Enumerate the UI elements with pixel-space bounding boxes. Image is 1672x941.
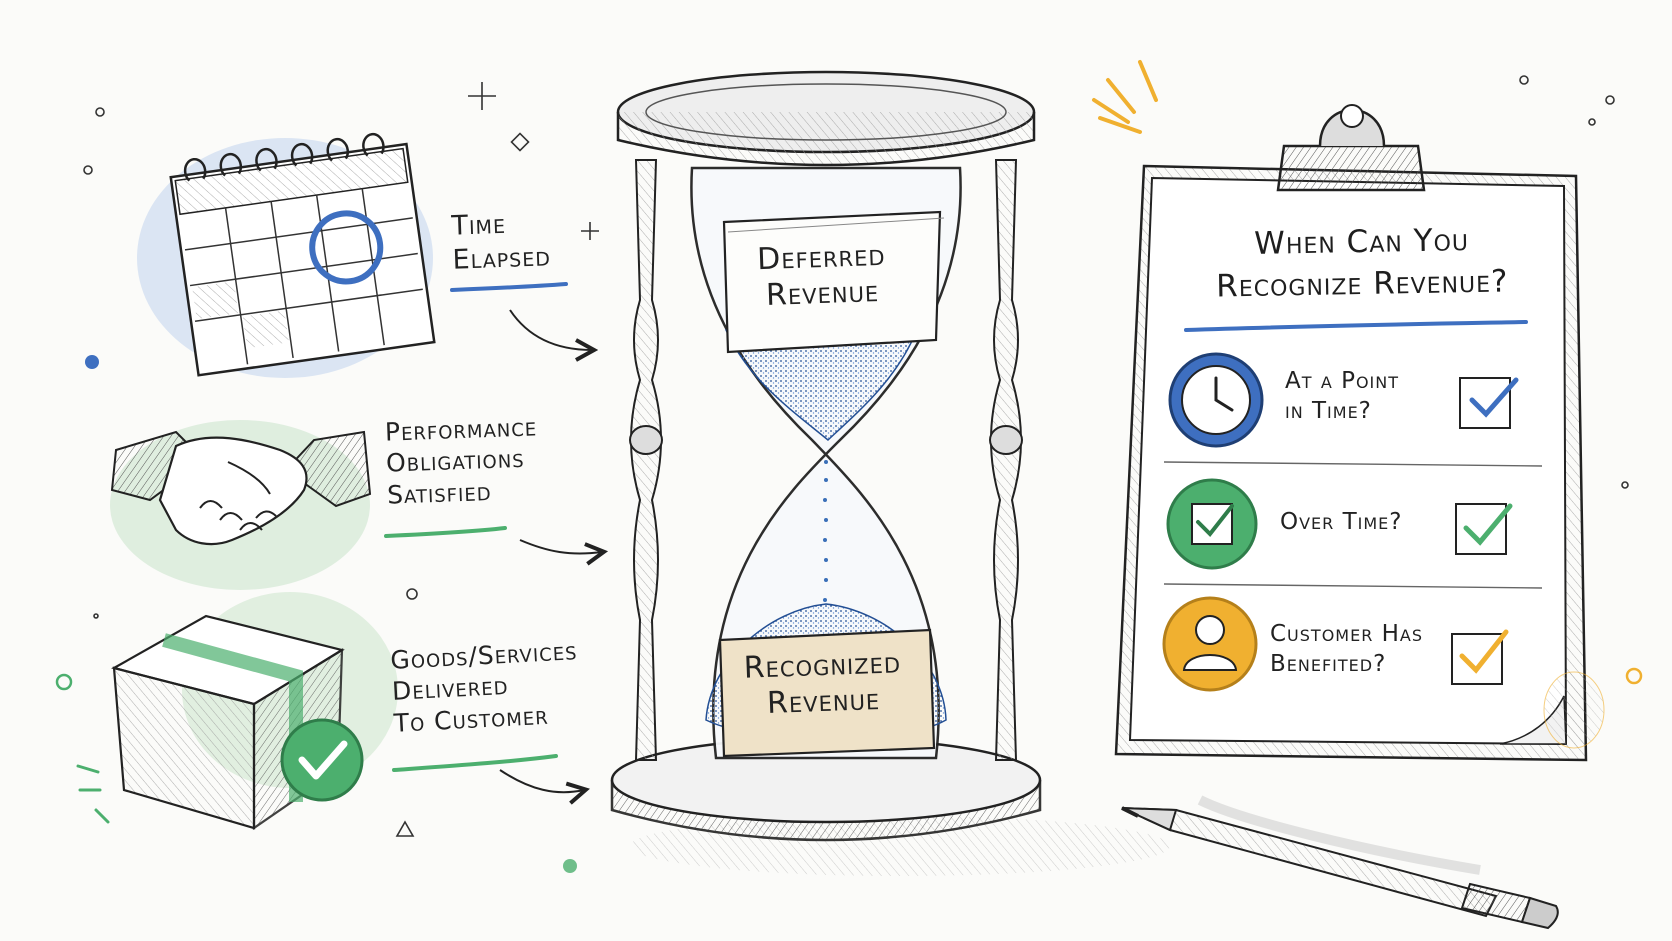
underline-time: [450, 282, 568, 292]
user-icon: [1162, 596, 1258, 692]
underline-performance: [384, 526, 507, 538]
item-point-in-time: At a Point in Time?: [1285, 368, 1399, 424]
dot-blue: [85, 355, 99, 369]
item-customer-benefited: Customer Has Benefited?: [1270, 621, 1424, 677]
arrow-goods: [499, 769, 584, 792]
dot-green-2: [563, 859, 577, 873]
hourglass: [610, 70, 1170, 876]
underline-goods: [392, 754, 558, 772]
item-over-time: Over Time?: [1280, 509, 1403, 535]
box-icon: [111, 592, 398, 831]
yellow-scribble: [1543, 671, 1605, 749]
pencil-icon: [1121, 795, 1559, 930]
recognized-revenue-tag: [718, 628, 936, 758]
label-performance-obligations: Performance Obligations Satisfied: [384, 412, 538, 510]
checkbox-customer-benefited: [1451, 629, 1509, 685]
deferred-revenue-tag: [722, 210, 945, 354]
yellow-spark-lines: [1092, 60, 1158, 134]
clipboard-title: When Can You Recognize Revenue?: [1215, 222, 1509, 305]
dot-yellow: [1625, 667, 1643, 685]
label-time-elapsed: Time Elapsed: [450, 208, 552, 276]
label-goods-delivered: Goods/Services Delivered To Customer: [389, 636, 579, 738]
checkbox-over-time: [1455, 503, 1513, 555]
decorative-sparkles: [83, 75, 1629, 837]
arrow-time: [509, 309, 592, 350]
green-spark-lines: [76, 764, 110, 824]
clipboard: [1114, 104, 1588, 762]
arrow-performance: [519, 539, 602, 554]
recognized-revenue-label: Recognized Revenue: [743, 645, 902, 721]
deferred-revenue-label: Deferred Revenue: [756, 237, 887, 313]
clock-icon: [1168, 352, 1264, 448]
calendar-icon: [137, 132, 436, 378]
handshake-icon: [110, 420, 372, 590]
checkbox-point-in-time: [1459, 377, 1519, 429]
dot-green: [55, 673, 73, 691]
checkbox-icon: [1166, 478, 1258, 570]
